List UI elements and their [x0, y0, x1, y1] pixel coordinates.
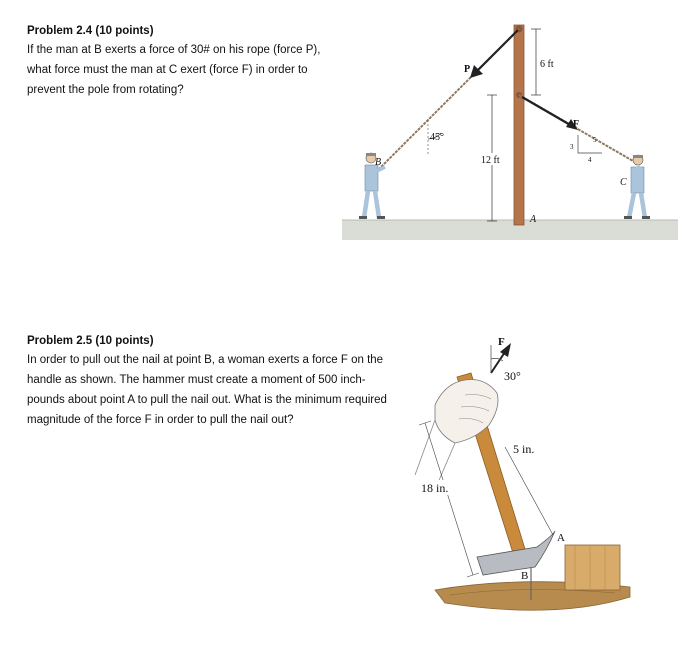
- label-f: F: [573, 119, 579, 130]
- problem-2-5-text: In order to pull out the nail at point B…: [27, 354, 387, 426]
- label-f: F: [498, 336, 505, 348]
- angle-arc: [427, 132, 442, 140]
- arrow-p: [475, 29, 519, 73]
- wood-block: [564, 544, 621, 591]
- rope-f: [518, 94, 641, 166]
- man-b: [359, 152, 386, 219]
- hammer-head: [476, 530, 556, 576]
- dim-12ft-label-bg: [478, 153, 508, 165]
- arrow-p-head: [470, 65, 483, 78]
- problem-2-4-text: If the man at B exerts a force of 30# on…: [27, 44, 321, 96]
- label-4: 4: [588, 156, 592, 164]
- man-c: [624, 154, 650, 219]
- arrow-f-head: [566, 119, 578, 130]
- arrow-f-head: [500, 343, 511, 357]
- label-5in: 5 in.: [513, 442, 534, 456]
- label-45: 45°: [430, 132, 444, 143]
- label-c: C: [620, 177, 627, 188]
- label-a: A: [557, 532, 565, 544]
- hand-fingers: [458, 394, 492, 424]
- angle-arc: [490, 358, 504, 362]
- arrow-f: [521, 96, 573, 127]
- dim-18in-line: [424, 422, 474, 576]
- label-3: 3: [570, 143, 574, 151]
- arm-line-1: [414, 419, 436, 476]
- problem-2-4-title: Problem 2.4 (10 points): [27, 25, 154, 37]
- label-6ft: 6 ft: [540, 59, 554, 70]
- dim-18in-tick-top: [418, 420, 432, 426]
- problem-2-5-title: Problem 2.5 (10 points): [27, 335, 154, 347]
- board-grain: [449, 589, 616, 596]
- dim-5in-line: [504, 446, 554, 536]
- pole-figure: P 45° F 3 5 4 6 ft 12 ft A B: [342, 24, 678, 240]
- dim-18in-tick-bottom: [466, 572, 480, 578]
- label-18in: 18 in.: [421, 481, 448, 495]
- label-b: B: [375, 157, 381, 168]
- arm-line-2: [436, 442, 456, 486]
- hammer-figure: F 30° 5 in. 18 in. A B: [414, 336, 631, 611]
- label-p: P: [464, 64, 470, 75]
- label-5: 5: [593, 136, 597, 144]
- problem-2-4: Problem 2.4 (10 points) If the man at B …: [27, 22, 347, 100]
- problem-2-5: Problem 2.5 (10 points) In order to pull…: [27, 332, 392, 430]
- slope-triangle: [577, 135, 602, 154]
- label-30: 30°: [504, 369, 521, 383]
- label-a: A: [529, 214, 537, 225]
- label-12ft: 12 ft: [481, 155, 500, 166]
- ground: [342, 220, 678, 240]
- label-b: B: [521, 570, 528, 582]
- pole: [513, 24, 525, 226]
- dim-18in-label-bg: [419, 480, 459, 495]
